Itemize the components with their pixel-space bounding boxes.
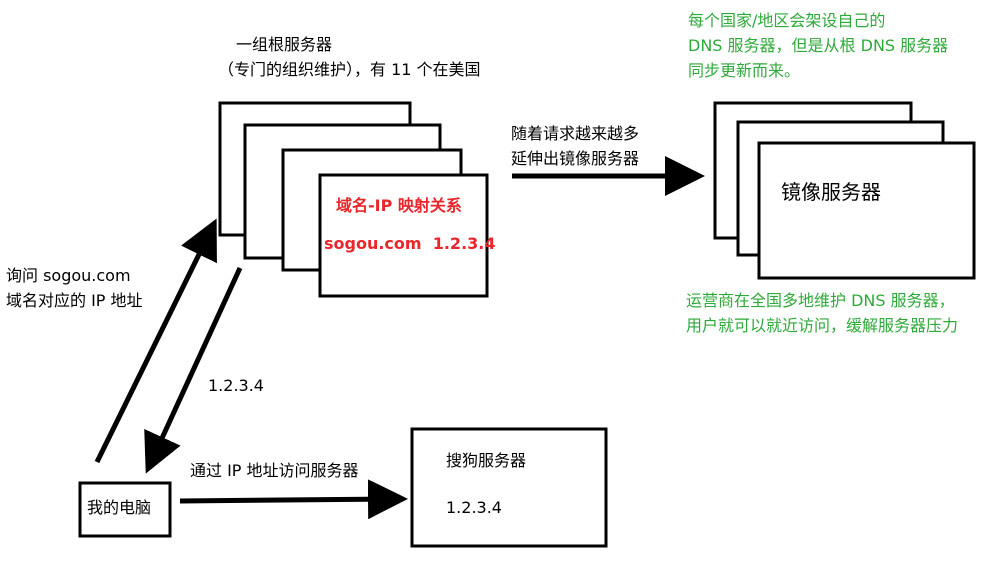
mirror-bottom-line-2: 用户就可以就近访问，缓解服务器压力 (686, 316, 959, 335)
mirror-bottom-line-1: 运营商在全国多地维护 DNS 服务器， (686, 291, 955, 310)
my-pc-label: 我的电脑 (87, 498, 152, 517)
query-line-2: 域名对应的 IP 地址 (6, 291, 143, 310)
mirror-note-line-1: 每个国家/地区会架设自己的 (688, 11, 886, 30)
root-server-stack (218, 101, 489, 298)
root-server-box-4 (318, 173, 489, 298)
mirror-server-box-3 (757, 141, 976, 280)
answer-ip: 1.2.3.4 (208, 376, 264, 395)
sogou-server-box (410, 427, 608, 548)
mirror-box-label: 镜像服务器 (781, 180, 881, 204)
mirror-arrow-line-1: 随着请求越来越多 (511, 124, 640, 143)
query-line-1: 询问 sogou.com (6, 266, 131, 285)
access-arrow (179, 479, 408, 520)
root-servers-subtitle: （专门的组织维护），有 11 个在美国 (218, 60, 481, 79)
answer-arrow (144, 266, 243, 474)
mapping-value: sogou.com 1.2.3.4 (324, 234, 496, 253)
mirror-note-line-2: DNS 服务器，但是从根 DNS 服务器 (688, 36, 949, 55)
root-servers-title: 一组根服务器 (236, 35, 333, 54)
mirror-arrow-line-2: 延伸出镜像服务器 (511, 149, 640, 168)
my-pc-box (78, 481, 172, 538)
sogou-server-title: 搜狗服务器 (446, 451, 527, 470)
query-arrow (94, 218, 217, 464)
sogou-server-ip: 1.2.3.4 (446, 498, 502, 517)
mirror-server-stack (713, 101, 976, 280)
mirror-note-line-3: 同步更新而来。 (688, 61, 801, 80)
mapping-label: 域名-IP 映射关系 (336, 196, 462, 215)
access-label: 通过 IP 地址访问服务器 (190, 461, 359, 480)
